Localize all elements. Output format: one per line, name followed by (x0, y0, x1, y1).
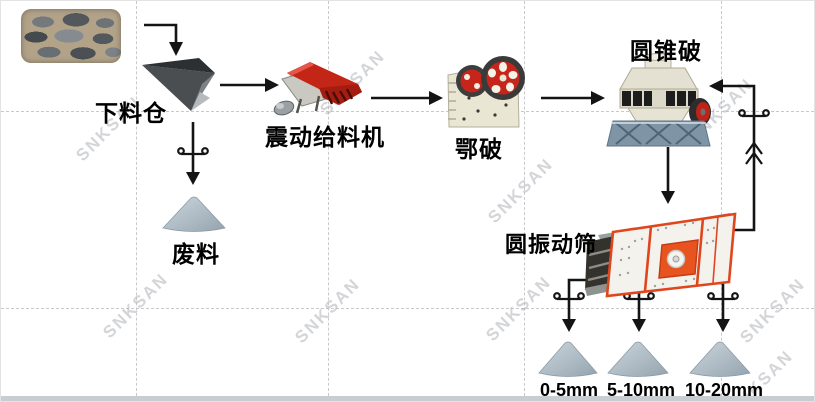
vibrating-screen-icon (585, 212, 737, 298)
label-product-5-10mm: 5-10mm (607, 380, 676, 400)
product-pile-5-10-icon (607, 341, 669, 377)
cone-crusher-icon (606, 53, 711, 147)
label-waste: 废料 (172, 241, 220, 267)
flow-arrow-recirculation (709, 79, 756, 232)
grid-line-vertical (328, 1, 329, 401)
grid-line-horizontal (1, 308, 814, 309)
gate-valve-icon (738, 109, 770, 118)
grid-line-vertical (524, 1, 525, 401)
product-pile-10-20-icon (689, 341, 751, 377)
flow-arrow-bin-to-feeder (220, 78, 279, 92)
flow-arrow-screen-to-5-10 (632, 288, 646, 332)
flow-arrow-screen-to-10-20 (708, 281, 730, 332)
feed-hopper-icon (142, 58, 215, 111)
flow-arrow-feeder-to-jaw (371, 91, 443, 105)
flow-arrow-bin-to-waste (186, 122, 200, 185)
label-product-0-5mm: 0-5mm (540, 380, 599, 400)
gate-valve-icon (553, 292, 585, 301)
vibrating-feeder-icon (273, 62, 362, 116)
bottom-edge-bar (1, 396, 814, 401)
grid-line-horizontal (1, 111, 814, 112)
grid-line-vertical (721, 1, 722, 401)
double-chevron-up-icon (745, 141, 763, 165)
flow-arrow-cone-to-screen (661, 147, 675, 204)
label-product-10-20mm: 10-20mm (685, 380, 764, 400)
flow-arrow-jaw-to-cone (541, 91, 605, 105)
label-vibrating-feeder: 震动给料机 (265, 124, 385, 150)
raw-stone-photo (21, 9, 121, 63)
label-jaw-crusher: 鄂破 (455, 136, 503, 162)
label-vibrating-screen: 圆振动筛 (505, 232, 598, 257)
waste-pile-icon (162, 196, 226, 232)
gate-valve-icon (707, 292, 739, 301)
label-feed-bin: 下料仓 (95, 100, 167, 126)
label-cone-crusher: 圆锥破 (630, 38, 702, 64)
flow-arrow-stone-to-bin (144, 23, 183, 56)
grid-line-vertical (136, 1, 137, 401)
gate-valve-icon (177, 147, 209, 156)
product-pile-0-5-icon (538, 341, 598, 377)
jaw-crusher-icon (447, 56, 525, 128)
